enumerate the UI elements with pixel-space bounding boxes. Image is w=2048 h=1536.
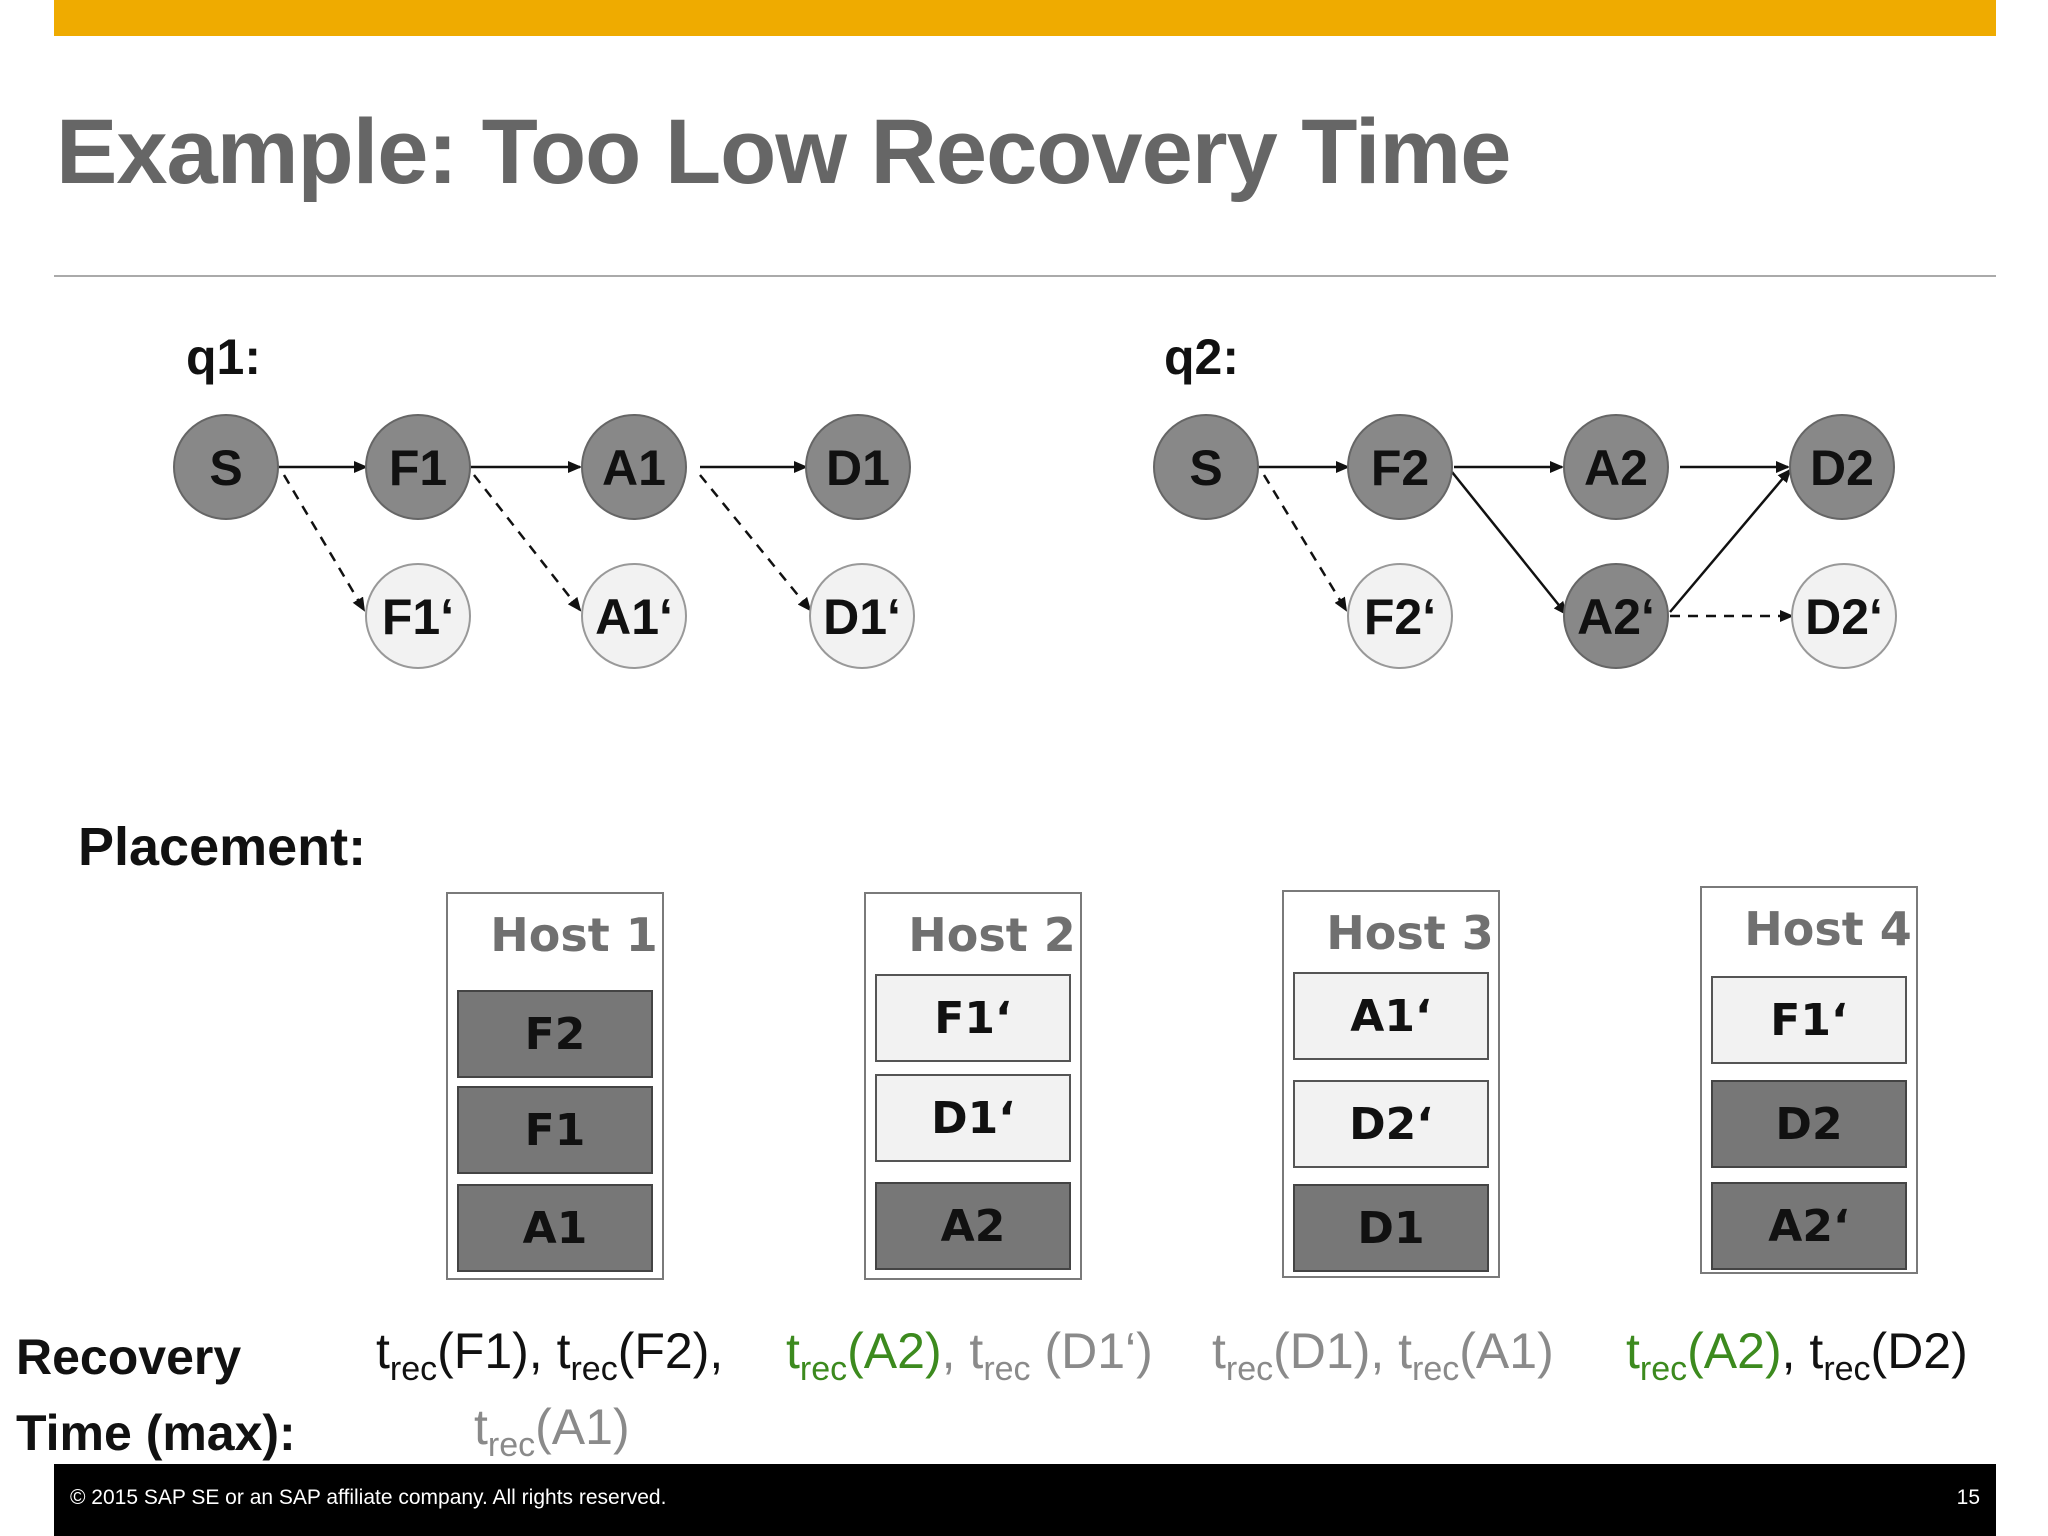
node-q1-d1: D1 — [805, 414, 911, 520]
node-label: A1 — [602, 440, 666, 496]
host-title: Host 1 — [490, 908, 658, 962]
node-q2-f2-replica: F2‘ — [1347, 563, 1453, 669]
edge-q1-a1-d1p — [699, 474, 812, 612]
node-q2-a2-replica: A2‘ — [1563, 563, 1669, 669]
edge-q1-s-f1p — [282, 474, 366, 612]
node-q1-a1-replica: A1‘ — [581, 563, 687, 669]
recovery-host-1: trec(F1), trec(F2), — [376, 1323, 724, 1388]
host-slot: D1 — [1293, 1184, 1489, 1272]
footer-bar: © 2015 SAP SE or an SAP affiliate compan… — [54, 1464, 1996, 1536]
host-slot: A2 — [875, 1182, 1071, 1270]
host-slot: D2 — [1711, 1080, 1907, 1168]
host-slot: F1‘ — [875, 974, 1071, 1062]
host-slot: A1‘ — [1293, 972, 1489, 1060]
node-label: D1 — [826, 440, 890, 496]
node-label: D2 — [1810, 440, 1874, 496]
node-q1-f1: F1 — [365, 414, 471, 520]
query-graphs: S F1 A1 D1 F1‘ A1‘ D1‘ S F2 A2 D2 — [173, 414, 1897, 669]
node-label: F2‘ — [1364, 589, 1436, 645]
title-divider — [54, 275, 1996, 277]
node-q2-s: S — [1153, 414, 1259, 520]
q1-label: q1: — [186, 329, 261, 385]
q1-edges — [278, 461, 812, 612]
node-q2-d2: D2 — [1789, 414, 1895, 520]
recovery-label-line2: Time (max): — [16, 1405, 296, 1461]
edge-q1-f1-a1p — [473, 474, 582, 612]
host-slot: F2 — [457, 990, 653, 1078]
recovery-host-3: trec(D1), trec(A1) — [1212, 1323, 1554, 1388]
host-slot: A2‘ — [1711, 1182, 1907, 1270]
host-slot: D2‘ — [1293, 1080, 1489, 1168]
node-label: A2 — [1584, 440, 1648, 496]
recovery-label-line1: Recovery — [16, 1329, 242, 1385]
host-slot: D1‘ — [875, 1074, 1071, 1162]
host-title: Host 2 — [908, 908, 1076, 962]
node-label: S — [1189, 440, 1222, 496]
node-label: D1‘ — [823, 589, 901, 645]
host-2: Host 2 F1‘ D1‘ A2 — [864, 892, 1082, 1280]
host-3: Host 3 A1‘ D2‘ D1 — [1282, 890, 1500, 1278]
host-title: Host 4 — [1744, 902, 1912, 956]
recovery-host-2: trec(A2), trec (D1‘) — [786, 1323, 1153, 1388]
edge-q2-s-f2p — [1262, 474, 1348, 612]
edge-q2-a2p-d2 — [1669, 468, 1792, 613]
host-title: Host 3 — [1326, 906, 1494, 960]
q2-edges — [1258, 461, 1794, 622]
host-1: Host 1 F2 F1 A1 — [446, 892, 664, 1280]
placement-label: Placement: — [78, 817, 367, 877]
node-q2-f2: F2 — [1347, 414, 1453, 520]
copyright-text: © 2015 SAP SE or an SAP affiliate compan… — [70, 1486, 667, 1509]
host-slot: F1‘ — [1711, 976, 1907, 1064]
host-4: Host 4 F1‘ D2 A2‘ — [1700, 886, 1918, 1274]
node-label: A2‘ — [1577, 589, 1655, 645]
host-slot: F1 — [457, 1086, 653, 1174]
node-q2-d2-replica: D2‘ — [1791, 563, 1897, 669]
recovery-host-1-max: trec(A1) — [474, 1399, 630, 1464]
node-q1-s: S — [173, 414, 279, 520]
recovery-host-4: trec(A2), trec(D2) — [1626, 1323, 1968, 1388]
host-slot: A1 — [457, 1184, 653, 1272]
node-label: A1‘ — [595, 589, 673, 645]
node-label: F1 — [389, 440, 447, 496]
slide-title: Example: Too Low Recovery Time — [56, 101, 1511, 203]
page-number: 15 — [1956, 1486, 1980, 1509]
node-label: F1‘ — [382, 589, 454, 645]
node-label: S — [209, 440, 242, 496]
q2-label: q2: — [1164, 329, 1239, 385]
node-q1-d1-replica: D1‘ — [809, 563, 915, 669]
node-q2-a2: A2 — [1563, 414, 1669, 520]
node-q1-f1-replica: F1‘ — [365, 563, 471, 669]
node-q1-a1: A1 — [581, 414, 687, 520]
node-label: F2 — [1371, 440, 1429, 496]
accent-bar — [54, 0, 1996, 36]
edge-q2-f2-a2p — [1451, 471, 1568, 616]
node-label: D2‘ — [1805, 589, 1883, 645]
